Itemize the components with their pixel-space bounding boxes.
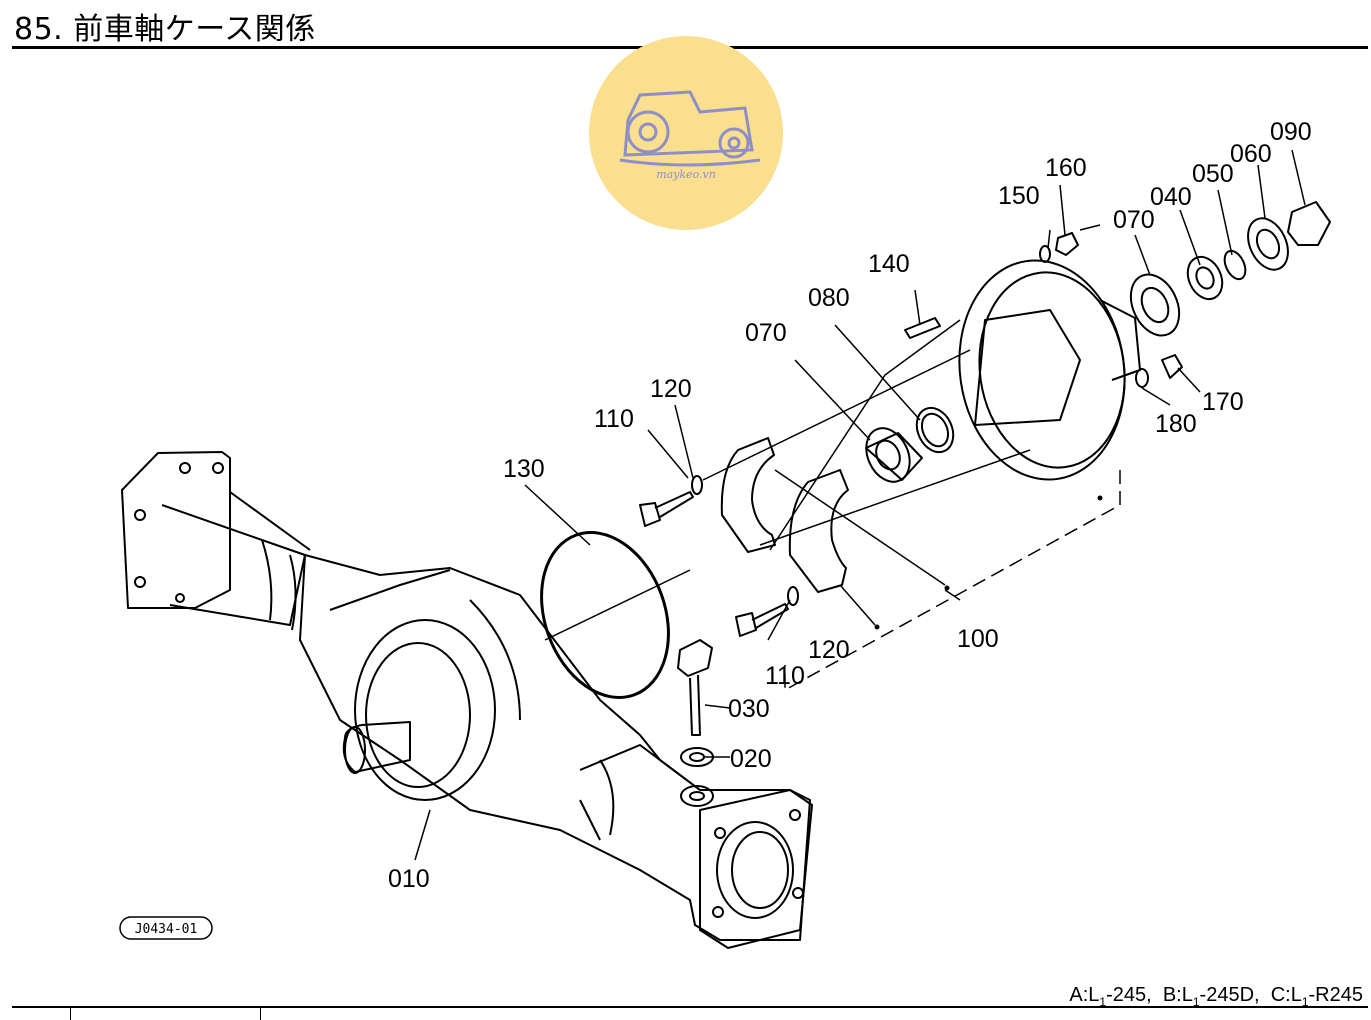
page-title: 85. 前車軸ケース関係	[14, 12, 316, 47]
watermark-logo: maykeo.vn	[589, 36, 783, 230]
callout-060: 060	[1230, 140, 1272, 168]
callout-120-lower: 120	[808, 636, 850, 664]
footer-tick	[260, 1006, 261, 1020]
callout-090: 090	[1270, 118, 1312, 146]
model-applicability: A:L1-245, B:L1-245D, C:L1-R245	[1069, 984, 1363, 1009]
figure-code-badge: J0434-01	[119, 916, 213, 940]
callout-120-upper: 120	[650, 375, 692, 403]
figure-code: J0434-01	[135, 922, 198, 937]
footer-rule	[12, 1006, 1368, 1008]
watermark-text: maykeo.vn	[656, 168, 716, 181]
footer-tick	[70, 1006, 71, 1020]
callout-070-upper: 070	[1113, 206, 1155, 234]
callout-130: 130	[503, 455, 545, 483]
callout-100: 100	[957, 625, 999, 653]
callout-140: 140	[868, 250, 910, 278]
callout-160: 160	[1045, 154, 1087, 182]
callout-040: 040	[1150, 183, 1192, 211]
callout-180: 180	[1155, 410, 1197, 438]
callout-150: 150	[998, 182, 1040, 210]
callout-070-lower: 070	[745, 319, 787, 347]
callout-110-lower: 110	[765, 662, 805, 690]
callout-020: 020	[730, 745, 772, 773]
callout-080: 080	[808, 284, 850, 312]
callout-010: 010	[388, 865, 430, 893]
callout-050: 050	[1192, 160, 1234, 188]
callout-170: 170	[1202, 388, 1244, 416]
callout-030: 030	[728, 695, 770, 723]
callout-110-upper: 110	[594, 405, 634, 433]
